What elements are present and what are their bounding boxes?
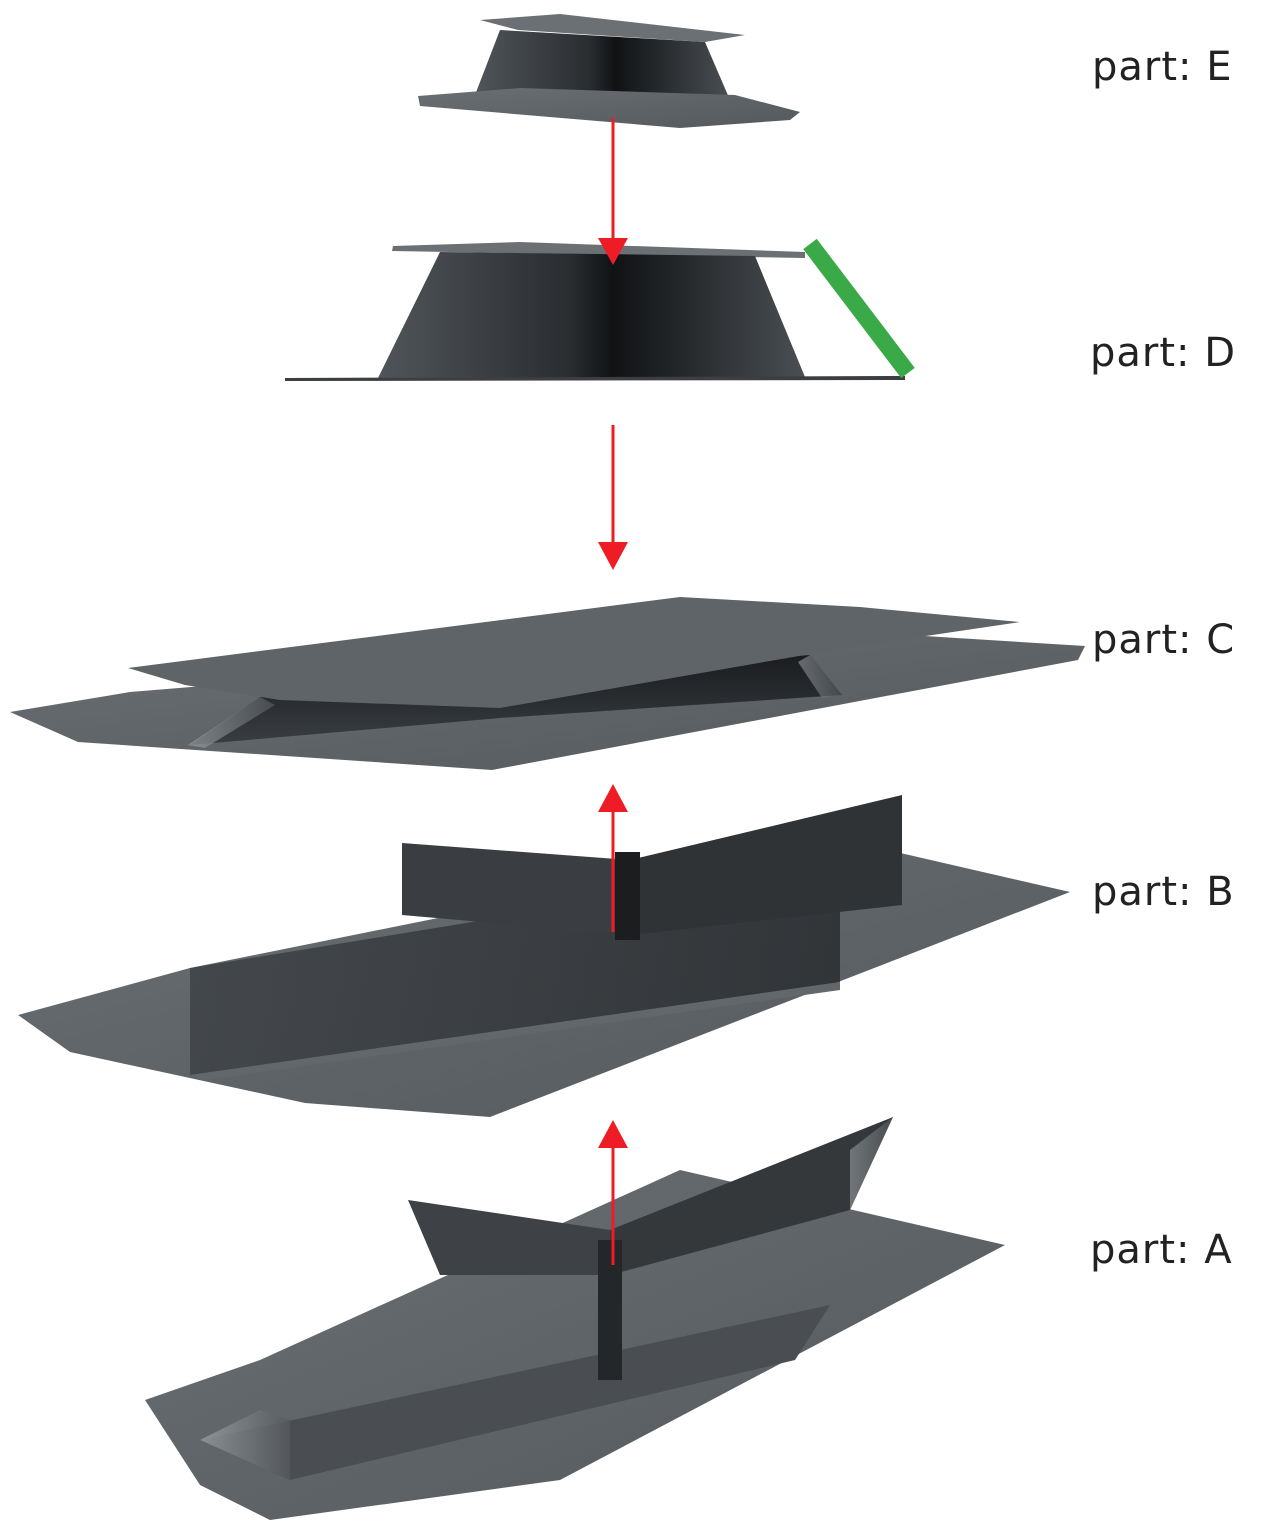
label-part-e: part: E	[1092, 44, 1233, 90]
arrow-b-to-c	[598, 784, 628, 932]
part-a-shape	[145, 1117, 1005, 1520]
arrow-e-to-d	[598, 118, 628, 265]
label-part-b: part: B	[1092, 869, 1235, 915]
part-d-shape	[285, 242, 905, 381]
label-part-c: part: C	[1092, 617, 1235, 663]
highlight-edge	[803, 238, 915, 379]
label-part-d: part: D	[1090, 330, 1236, 376]
label-part-a: part: A	[1090, 1227, 1233, 1273]
part-e-shape	[418, 14, 800, 128]
arrow-a-to-b	[598, 1120, 628, 1265]
arrow-d-to-c	[598, 425, 628, 570]
part-b-shape	[18, 795, 1070, 1117]
part-c-shape	[10, 597, 1085, 770]
